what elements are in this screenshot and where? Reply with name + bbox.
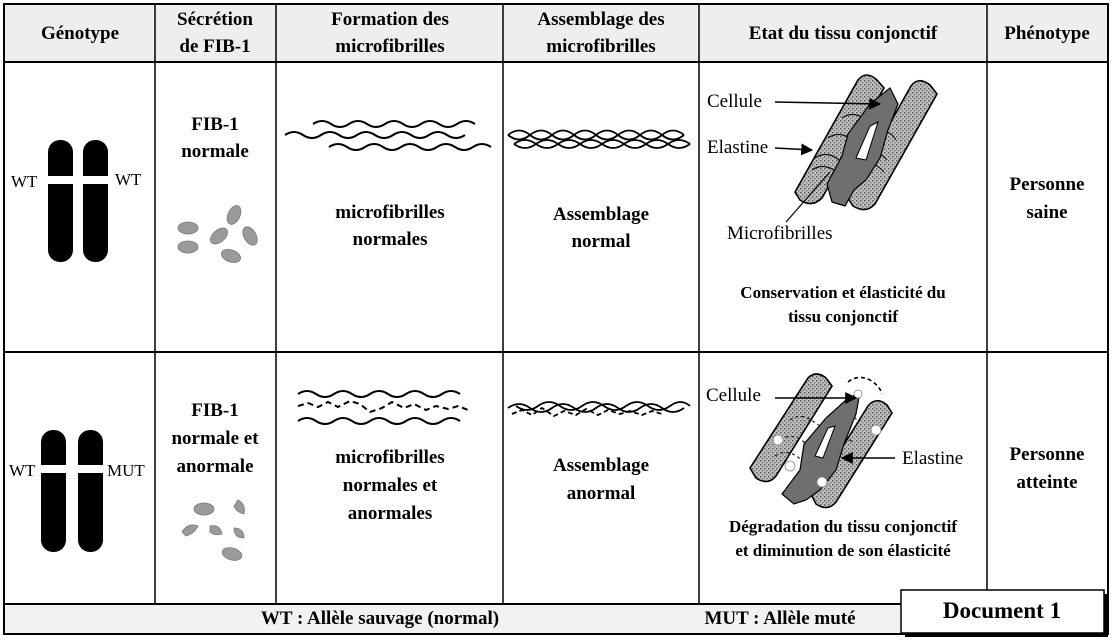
assemblage-line1: Assemblage — [553, 204, 649, 225]
header-secretion-line1: Sécrétion — [177, 9, 253, 30]
header-assemblage-line1: Assemblage des — [537, 9, 664, 30]
assemblage-line2: anormal — [567, 483, 636, 504]
secretion-line2: normale et — [171, 428, 259, 449]
header-row: Génotype Sécrétion de FIB-1 Formation de… — [41, 9, 1090, 57]
allele-label-right: WT — [115, 170, 142, 189]
row-affected: WT MUT FIB-1 normale et anormale microfi… — [9, 373, 1085, 561]
header-formation-line2: microfibrilles — [335, 36, 444, 57]
chromosome-icon — [83, 140, 108, 262]
table-grid — [3, 3, 1109, 635]
formation-line3: anormales — [348, 503, 432, 524]
header-genotype: Génotype — [41, 23, 119, 44]
microfibrils-mixed-icon — [297, 390, 469, 425]
row-healthy: WT WT FIB-1 normale microfibrilles norma… — [11, 74, 1085, 326]
phenotype-line1: Personne — [1010, 174, 1085, 195]
legend-wt: WT : Allèle sauvage (normal) — [261, 608, 499, 629]
tissue-state-line2: tissu conjonctif — [788, 307, 898, 326]
assembly-abnormal-icon — [507, 401, 691, 418]
phenotype-line2: saine — [1026, 202, 1067, 223]
tissue-label-elastin: Elastine — [902, 448, 963, 469]
tissue-state-line1: Dégradation du tissu conjonctif — [729, 517, 957, 536]
phenotype-line2: atteinte — [1016, 472, 1077, 493]
header-row-background — [4, 4, 1108, 62]
allele-label-left: WT — [11, 172, 38, 191]
chromosome-pair-wt-mut: WT MUT — [9, 430, 145, 552]
header-tissue-state: Etat du tissu conjonctif — [749, 23, 938, 44]
phenotype-line1: Personne — [1010, 444, 1085, 465]
tissue-state-line1: Conservation et élasticité du — [740, 283, 945, 302]
document-label-box: Document 1 — [900, 589, 1108, 637]
connective-tissue-healthy-icon — [774, 74, 938, 223]
tissue-state-line2: et diminution de son élasticité — [735, 541, 951, 560]
arrow-elastin-icon — [774, 143, 814, 156]
secretion-line2: normale — [181, 141, 249, 162]
secretion-line1: FIB-1 — [191, 400, 239, 421]
document-label: Document 1 — [943, 598, 1061, 623]
chromosome-pair-wt-wt: WT WT — [11, 140, 142, 262]
fib1-protein-mixed-icon — [181, 499, 245, 561]
tissue-label-cell: Cellule — [707, 91, 762, 112]
header-assemblage-line2: microfibrilles — [546, 36, 655, 57]
secretion-line1: FIB-1 — [191, 114, 239, 135]
allele-label-right: MUT — [107, 461, 145, 480]
header-phenotype: Phénotype — [1004, 23, 1090, 44]
tissue-label-elastin: Elastine — [707, 137, 768, 158]
assemblage-line2: normal — [571, 231, 630, 252]
assembly-normal-icon — [507, 129, 691, 149]
footer-background — [4, 604, 900, 634]
header-formation-line1: Formation des — [331, 9, 449, 30]
microfibrils-normal-icon — [284, 120, 492, 151]
tissue-label-cell: Cellule — [706, 385, 761, 406]
formation-line2: normales — [353, 229, 428, 250]
formation-line1: microfibrilles — [335, 202, 444, 223]
fib1-protein-normal-icon — [177, 205, 258, 263]
secretion-line3: anormale — [176, 456, 253, 477]
legend-mut: MUT : Allèle muté — [704, 608, 855, 629]
header-secretion-line2: de FIB-1 — [179, 36, 250, 57]
chromosome-icon — [45, 140, 76, 262]
formation-line1: microfibrilles — [335, 447, 444, 468]
chromosome-icon — [38, 430, 69, 552]
chromosome-icon — [78, 430, 103, 552]
assemblage-line1: Assemblage — [553, 455, 649, 476]
formation-line2: normales et — [343, 475, 438, 496]
connective-tissue-affected-icon — [749, 373, 895, 509]
arrow-cell-icon — [774, 97, 882, 110]
pointer-microfibrils-icon — [785, 171, 831, 223]
tissue-label-microfibrils: Microfibrilles — [727, 223, 833, 244]
allele-label-left: WT — [9, 461, 36, 480]
